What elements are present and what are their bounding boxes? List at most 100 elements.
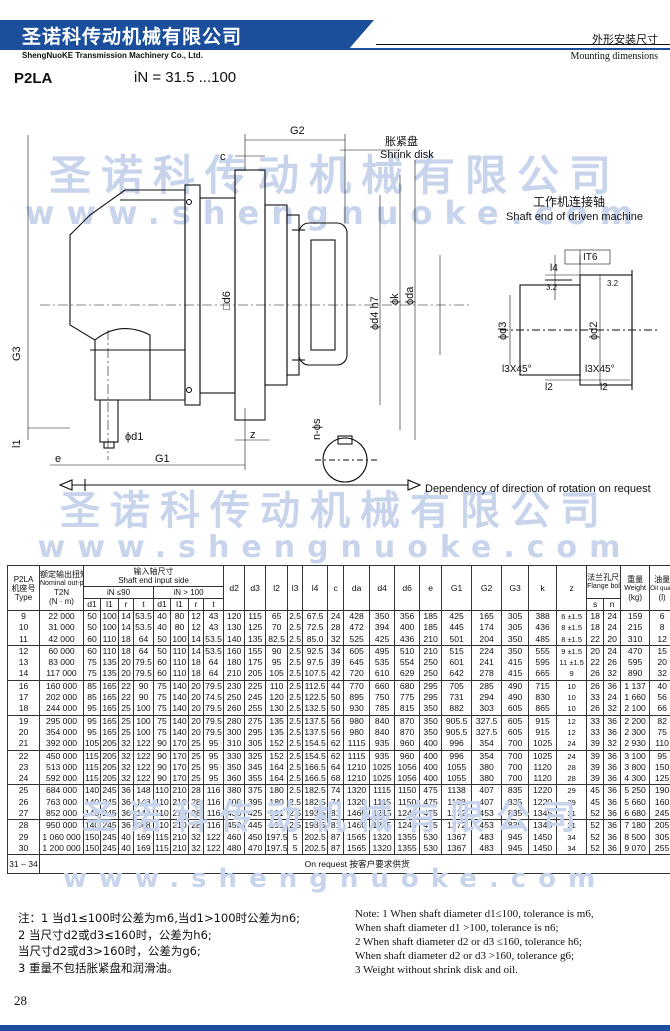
cell-value: 9 [21, 611, 26, 621]
cell-value: 680 [399, 680, 415, 691]
cell-value: 135 [102, 657, 117, 668]
shrink-disk-label-en: Shrink disk [380, 149, 434, 161]
cell-value: 25 [121, 703, 131, 714]
col-flange: 法兰孔尺寸Flange bolts [586, 565, 622, 599]
col-l2: l2 [265, 565, 289, 611]
cell-value: 1120 [533, 761, 552, 772]
cell-value: 125 [654, 773, 670, 784]
dim-label: G1 [155, 453, 170, 465]
cell-value: 280 [226, 715, 242, 726]
cell-value: 110 [172, 668, 187, 679]
dim-label: c [220, 151, 226, 163]
cell-value: 122 [206, 842, 221, 853]
cell-value: 2.5 [289, 622, 302, 633]
cell-value: 135 [102, 668, 117, 679]
cell-value: 395 [247, 796, 263, 807]
cell-value: 595 [535, 657, 550, 668]
cell-types: 31 – 34 [7, 854, 40, 875]
cell-value: 56 [330, 726, 341, 737]
cell-value: 122 [136, 773, 151, 784]
note-line: When shaft diameter d1 >100, tolerance i… [355, 922, 559, 934]
cell-value: 245 [102, 796, 117, 807]
cell-value: 400 [423, 750, 438, 761]
cell-value: 202.5 [304, 842, 326, 853]
cell-value: 40 [157, 622, 167, 633]
cell-value: 1248 [397, 820, 417, 831]
cell-value: 415 [507, 668, 523, 679]
cell-value: 100 [102, 611, 117, 621]
cell-value: 85 [87, 692, 97, 703]
cell-value: 20 [191, 680, 201, 691]
cell-value: 11 [19, 633, 28, 644]
cell-value: 684 000 [45, 785, 78, 796]
cell-value: 325 [247, 750, 263, 761]
cell-value: 30 [18, 842, 29, 853]
cell-value: 180 [269, 796, 284, 807]
cell-value: 1220 [533, 785, 553, 796]
cell-value: 245 [102, 831, 117, 842]
cell-value: 1055 [447, 761, 467, 772]
cell-value: 980 [349, 715, 364, 726]
cell-value: 1345 [533, 820, 553, 831]
cell-value: 24 [567, 739, 576, 749]
cell-value: 12 [18, 645, 29, 656]
cell-value: 25 [121, 715, 131, 726]
cell-value: 870 [399, 715, 415, 726]
cell-value: 112.5 [304, 680, 326, 691]
cell-value: 1320 [347, 785, 367, 796]
cell-value: 629 [399, 668, 415, 679]
cell-value: 642 [449, 668, 464, 679]
cell-value: 210 [423, 645, 438, 656]
cell-value: 18 [191, 657, 201, 668]
cell-value: 97.5 [306, 657, 324, 668]
cell-value: 1 660 [624, 692, 646, 703]
cell-value: 60 [157, 668, 167, 679]
dim-label: l4 [550, 263, 558, 274]
cell-value: 436 [399, 633, 415, 644]
col-ratio-high: iN > 100 [152, 586, 225, 599]
cell-value: 152 [269, 738, 284, 749]
cell-value: 148 [136, 808, 151, 819]
cell-value: 85.0 [306, 633, 324, 644]
cell-value: 140 [172, 726, 187, 737]
cell-value: 935 [374, 750, 390, 761]
cell-value: 105 [269, 668, 284, 679]
cell-value: 350 [423, 703, 438, 714]
cell-value: 31 [567, 809, 576, 819]
cell-value: 24 [18, 773, 29, 784]
cell-value: 475 [423, 785, 438, 796]
note-line: 当尺寸d2或d3>160时，公差为g6; [18, 944, 201, 958]
note-line: When shaft diameter d2 or d3 >160, toler… [355, 950, 575, 962]
cell-value: 68 [330, 773, 341, 784]
col-n: n [603, 598, 622, 611]
cell-value: 110 [269, 680, 284, 691]
cell-value: 33 [590, 692, 600, 703]
cell-value: 490 [507, 680, 523, 691]
company-name-en: ShengNuoKE Transmission Machinery Co., L… [22, 51, 203, 60]
cell-value: 294 [479, 692, 494, 703]
cell-value: 407 [479, 796, 494, 807]
cell-value: 165 [102, 692, 117, 703]
